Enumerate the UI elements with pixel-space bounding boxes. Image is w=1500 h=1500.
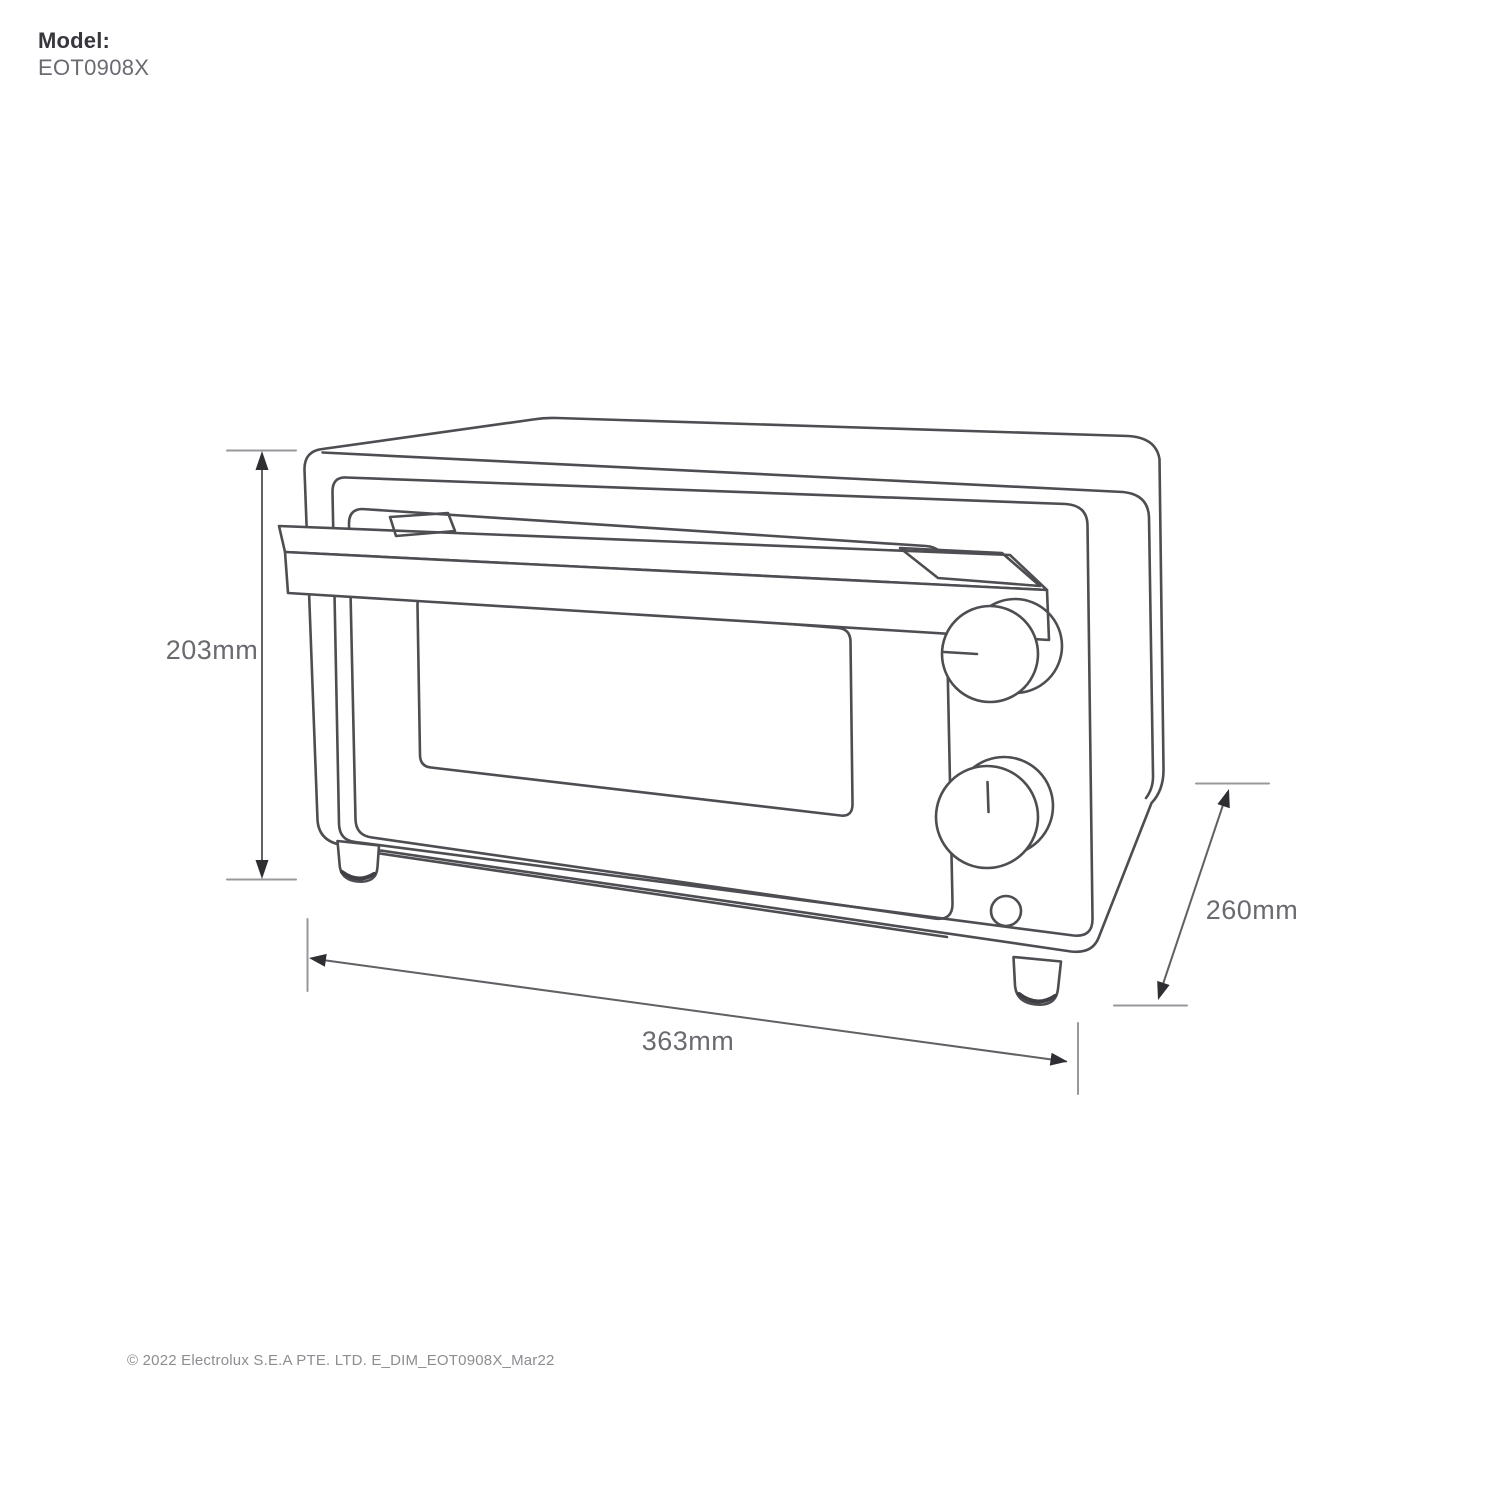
timer-knob-pointer [986, 780, 990, 814]
depth-arrow-up [1217, 789, 1230, 809]
temperature-knob-pointer [942, 650, 979, 656]
front-left-foot [336, 839, 381, 884]
front-right-foot [1012, 955, 1063, 1006]
depth-dimension-line [1158, 792, 1228, 997]
model-label: Model: [38, 28, 111, 53]
width-dimension-line [318, 958, 1067, 1063]
depth-dimension-label: 260mm [1206, 895, 1299, 925]
temperature-knob [940, 597, 1064, 704]
front-left-foot-base [340, 870, 376, 881]
handle-front-face [283, 550, 1051, 642]
height-arrow-down [255, 860, 269, 879]
oven-top-front-crease [321, 451, 1155, 800]
toaster-oven-illustration [277, 416, 1165, 1006]
width-dimension-label: 363mm [642, 1026, 735, 1056]
depth-dimension: 260mm [1113, 782, 1299, 1007]
timer-knob-face [934, 764, 1040, 870]
depth-arrow-down [1157, 980, 1170, 1000]
width-arrow-right [1049, 1052, 1068, 1066]
model-number: EOT0908X [38, 54, 150, 80]
temperature-knob-face [940, 604, 1040, 704]
width-dimension: 363mm [306, 918, 1079, 1095]
oven-body-outline [303, 416, 1165, 954]
dimension-annotations: 203mm 363mm 260mm [166, 449, 1299, 1095]
handle-right-bracket [898, 546, 1042, 588]
handle-left-bracket [388, 511, 457, 538]
height-dimension-label: 203mm [166, 635, 259, 665]
timer-knob [934, 755, 1055, 870]
indicator-light [989, 894, 1023, 928]
oven-feet [336, 839, 1063, 1006]
width-arrow-left [309, 953, 327, 967]
oven-front-panel [331, 476, 1094, 937]
height-arrow-up [255, 451, 269, 470]
height-dimension: 203mm [166, 449, 297, 881]
oven-door-bottom-rail [361, 849, 949, 939]
oven-door-handle [277, 511, 1051, 642]
copyright-note: © 2022 Electrolux S.E.A PTE. LTD. E_DIM_… [127, 1352, 555, 1369]
front-right-foot-base [1017, 992, 1057, 1004]
model-block: Model: EOT0908X [38, 28, 149, 82]
